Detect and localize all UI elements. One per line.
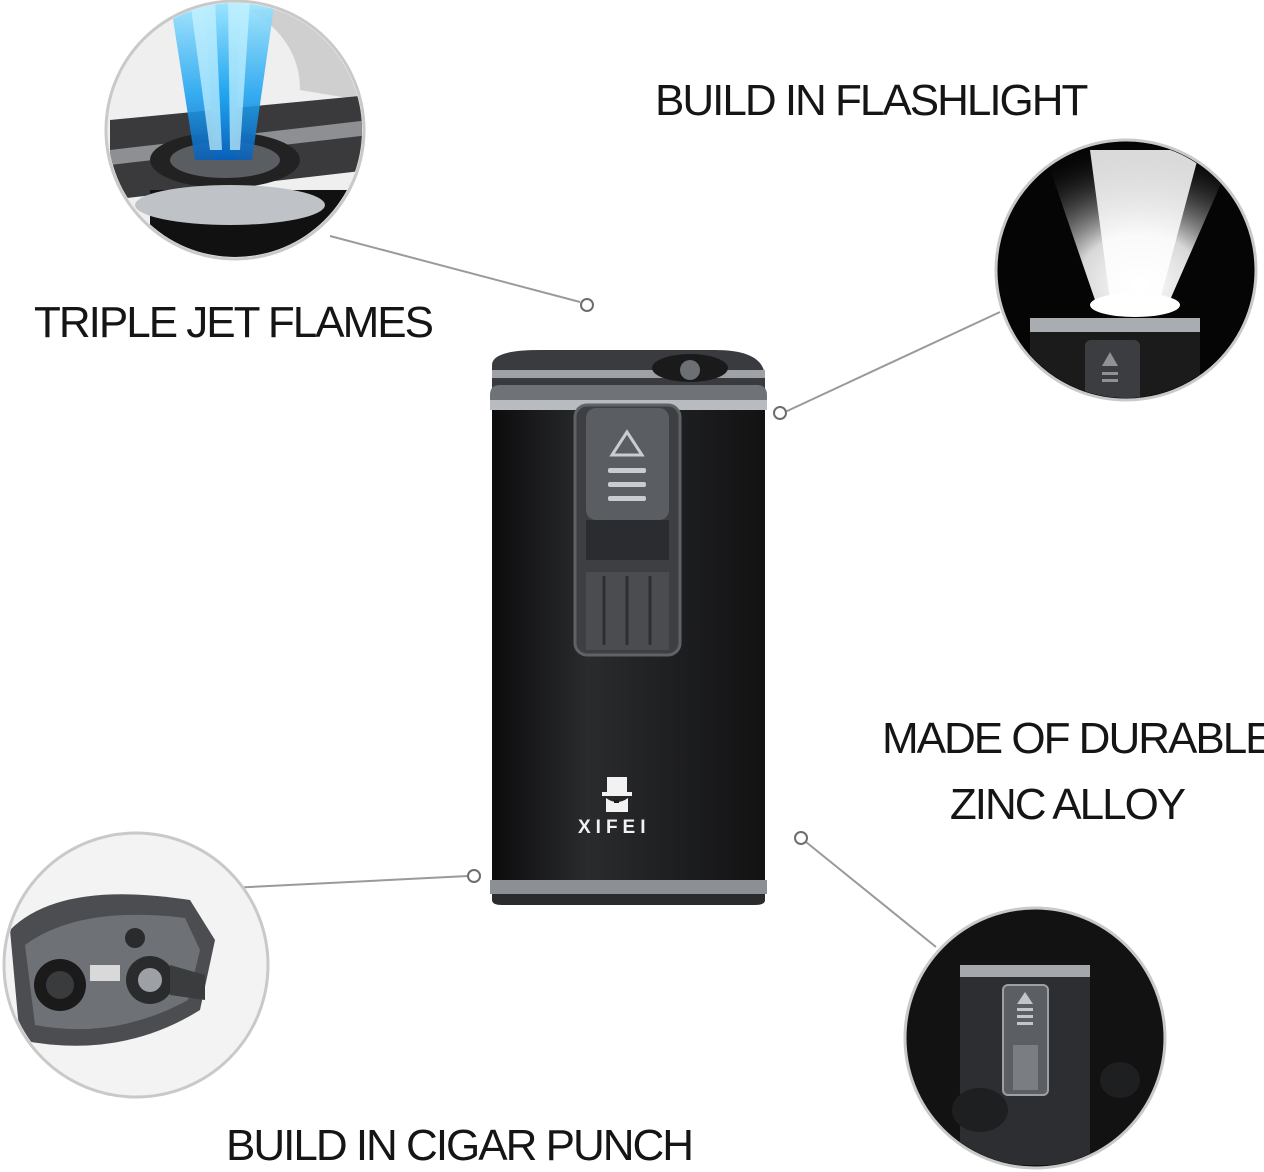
label-build-in-cigar-punch: BUILD IN CIGAR PUNCH xyxy=(226,1121,694,1170)
zinc-detail-circle xyxy=(903,906,1167,1170)
leader-line-punch xyxy=(229,875,469,889)
leader-dots xyxy=(467,298,808,883)
top-hat-man-logo xyxy=(602,777,632,812)
label-zinc-line1: MADE OF DURABLE xyxy=(882,714,1264,763)
leader-dot-zinc xyxy=(794,831,808,845)
leader-dot-flashlight xyxy=(773,406,787,420)
brand-name: XIFEI xyxy=(578,817,651,838)
leader-lines xyxy=(229,235,1001,948)
leader-line-zinc xyxy=(805,841,937,948)
label-zinc-alloy: MADE OF DURABLE ZINC ALLOY xyxy=(882,706,1264,838)
label-build-in-flashlight: BUILD IN FLASHLIGHT xyxy=(655,76,1088,125)
leader-dot-punch xyxy=(467,869,481,883)
flashlight-detail-circle xyxy=(994,138,1258,402)
leader-line-flashlight xyxy=(784,311,1001,413)
punch-detail-circle xyxy=(2,831,270,1099)
flames-detail-circle xyxy=(104,0,366,261)
leader-line-flames xyxy=(329,235,581,303)
label-triple-jet-flames: TRIPLE JET FLAMES xyxy=(34,298,434,347)
lighter-body xyxy=(490,350,767,905)
leader-dot-flames xyxy=(580,298,594,312)
label-zinc-line2: ZINC ALLOY xyxy=(949,780,1186,829)
